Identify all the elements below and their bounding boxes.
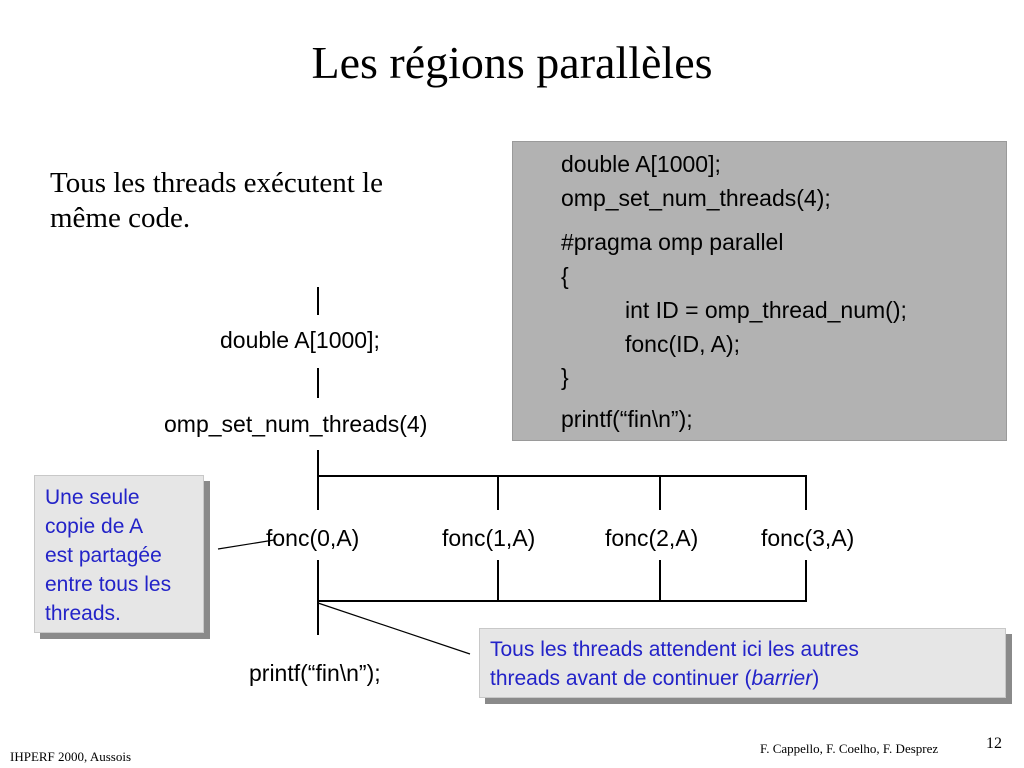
page-number: 12 xyxy=(986,735,1002,752)
footer-event: IHPERF 2000, Aussois xyxy=(10,749,131,764)
note-line: copie de A xyxy=(45,515,144,538)
note-barrier-prefix: threads avant de continuer ( xyxy=(490,667,752,690)
note-line: entre tous les xyxy=(45,573,172,596)
code-line: fonc(ID, A); xyxy=(625,331,741,357)
note-barrier-suffix: ) xyxy=(812,667,820,690)
code-block: double A[1000]; omp_set_num_threads(4); … xyxy=(512,141,1007,441)
fonc-call-3: fonc(3,A) xyxy=(761,525,855,551)
flow-double-array: double A[1000]; xyxy=(220,327,380,353)
slide-title: Les régions parallèles xyxy=(311,37,713,88)
fork-branch-1 xyxy=(497,475,499,510)
fonc-call-2: fonc(2,A) xyxy=(605,525,699,551)
join-branch-3 xyxy=(805,560,807,600)
flow-printf: printf(“fin\n”); xyxy=(249,660,381,686)
note-barrier-italic: barrier xyxy=(751,667,813,690)
note-barrier-line-1: Tous les threads attendent ici les autre… xyxy=(490,638,859,661)
fonc-call-1: fonc(1,A) xyxy=(442,525,536,551)
note-line: Une seule xyxy=(45,486,140,509)
intro-line-1: Tous les threads exécutent le xyxy=(50,167,383,199)
code-line: { xyxy=(561,263,569,289)
fonc-call-0: fonc(0,A) xyxy=(266,525,360,551)
code-line: int ID = omp_thread_num(); xyxy=(625,297,907,323)
join-branch-1 xyxy=(497,560,499,600)
flow-line-top xyxy=(317,287,319,315)
code-line: #pragma omp parallel xyxy=(561,229,784,255)
footer-authors: F. Cappello, F. Coelho, F. Desprez xyxy=(760,741,939,756)
connector-shared-copy xyxy=(217,539,275,550)
code-line: printf(“fin\n”); xyxy=(561,406,693,432)
join-main xyxy=(317,560,319,635)
join-branch-2 xyxy=(659,560,661,600)
note-barrier: Tous les threads attendent ici les autre… xyxy=(479,628,1006,698)
note-barrier-line-2: threads avant de continuer (barrier) xyxy=(490,664,1005,693)
flow-line-fork-main xyxy=(317,450,319,510)
join-bar xyxy=(317,600,807,602)
code-line: double A[1000]; xyxy=(561,151,721,177)
note-line: est partagée xyxy=(45,544,162,567)
connector-barrier xyxy=(317,602,471,655)
note-line: threads. xyxy=(45,602,121,625)
flow-line-mid xyxy=(317,368,319,398)
flow-set-threads: omp_set_num_threads(4) xyxy=(164,411,428,437)
fork-branch-2 xyxy=(659,475,661,510)
note-shared-copy: Une seule copie de A est partagée entre … xyxy=(34,475,204,633)
fork-bar xyxy=(317,475,807,477)
intro-line-2: même code. xyxy=(50,202,191,234)
intro-text: Tous les threads exécutent le même code. xyxy=(50,166,470,236)
fork-branch-3 xyxy=(805,475,807,510)
code-line: omp_set_num_threads(4); xyxy=(561,185,831,211)
code-line: } xyxy=(561,364,569,390)
